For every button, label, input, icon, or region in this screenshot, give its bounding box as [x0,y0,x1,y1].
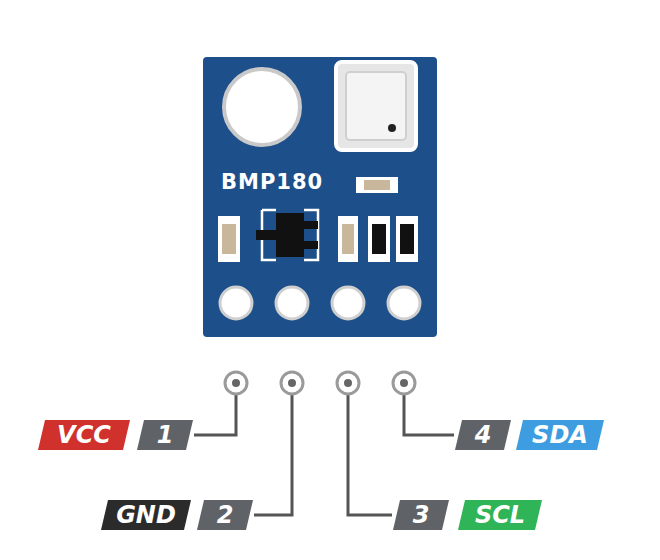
pin-number-tag: 1 [137,420,193,450]
smd-capacitor [356,177,398,193]
pin-pads [225,372,415,394]
chip-name: BMP180 [221,170,323,194]
sensor-lid [346,72,406,140]
pin-number-tag: 4 [455,420,511,450]
pcb-board [203,57,437,337]
leader-lines [194,394,454,515]
pin-number-tag: 2 [197,500,253,530]
signal-name: SCL [458,501,542,529]
pin-name-tag: GND [101,500,191,530]
pin-number-tag: 3 [393,500,449,530]
sensor-chip [336,62,416,150]
pin-number: 2 [197,501,253,529]
signal-name: VCC [38,421,130,449]
mounting-hole [224,69,300,145]
pin-number: 4 [455,421,511,449]
regulator-pin [304,241,318,249]
regulator [276,213,304,257]
header-holes [220,287,420,319]
regulator-pin [304,221,318,229]
pin-name-tag: SCL [458,500,542,530]
smd-capacitor-body [364,180,390,190]
pin-number: 3 [393,501,449,529]
pin-name-tag: SDA [516,420,604,450]
signal-name: GND [101,501,191,529]
pin-number: 1 [137,421,193,449]
pin1-dot [388,124,396,132]
smd-parts [218,216,418,262]
pin-name-tag: VCC [38,420,130,450]
signal-name: SDA [516,421,604,449]
sensor-module: BMP180 [203,57,437,337]
regulator-pin [256,230,276,240]
